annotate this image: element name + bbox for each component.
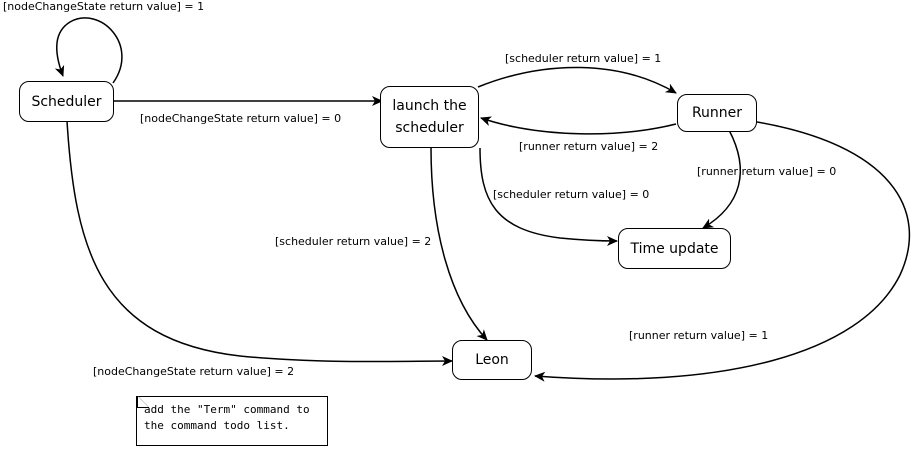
edge-scheduler-to-leon — [66, 120, 453, 367]
edge-label-runner-to-launch: [runner return value] = 2 — [519, 140, 659, 153]
edge-label-runner-to-time: [runner return value] = 0 — [697, 165, 837, 178]
edge-label-runner-to-leon: [runner return value] = 1 — [629, 329, 769, 342]
state-leon: Leon — [452, 340, 532, 380]
state-launch-label-line1: launch the — [392, 98, 467, 114]
edge-launch-to-leon — [430, 147, 488, 341]
state-leon-label: Leon — [475, 352, 509, 368]
edge-label-scheduler-to-leon: [nodeChangeState return value] = 2 — [93, 365, 295, 378]
edge-label-launch-to-leon: [scheduler return value] = 2 — [275, 235, 432, 248]
state-scheduler-label: Scheduler — [31, 93, 102, 110]
edge-runner-to-leon — [534, 121, 911, 382]
edge-label-scheduler-self: [nodeChangeState return value] = 1 — [3, 0, 205, 13]
state-time-update-label: Time update — [630, 240, 719, 257]
edge-launch-to-runner — [477, 66, 677, 94]
edge-label-launch-to-runner: [scheduler return value] = 1 — [505, 52, 662, 65]
edge-label-scheduler-to-launch: [nodeChangeState return value] = 0 — [140, 112, 342, 125]
note-fold-icon — [137, 396, 149, 408]
state-runner-label: Runner — [691, 105, 743, 121]
todo-note-line2: the command todo list. — [144, 419, 290, 432]
state-scheduler: Scheduler — [19, 81, 114, 122]
edge-scheduler-self — [54, 17, 123, 84]
todo-note: add the "Term" command to the command to… — [136, 396, 328, 446]
edge-runner-to-launch — [480, 116, 677, 135]
todo-note-line1: add the "Term" command to — [144, 403, 310, 416]
edge-launch-to-time — [479, 147, 618, 246]
state-time-update: Time update — [618, 228, 731, 269]
edge-label-launch-to-time: [scheduler return value] = 0 — [493, 188, 650, 201]
edge-runner-to-time — [702, 129, 742, 229]
state-launch-scheduler: launch the scheduler — [380, 86, 479, 148]
state-launch-label-line2: scheduler — [395, 120, 464, 136]
state-runner: Runner — [677, 94, 757, 132]
